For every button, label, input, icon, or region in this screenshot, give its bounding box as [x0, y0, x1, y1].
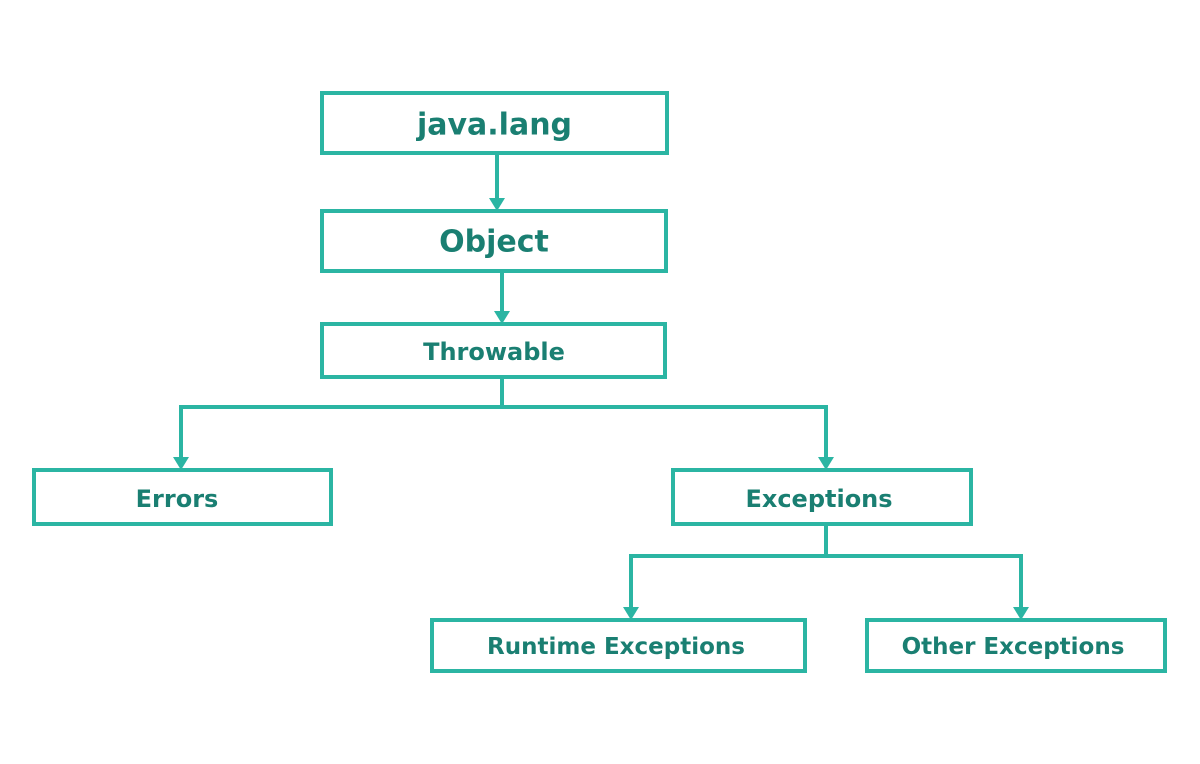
node-java-lang-box [320, 91, 669, 155]
arrowhead-runtime-exceptions [623, 607, 639, 620]
node-runtime-exceptions-label: Runtime Exceptions [487, 634, 745, 660]
connectors [173, 153, 1029, 620]
node-other-exceptions-label: Other Exceptions [902, 634, 1125, 660]
node-errors-label: Errors [136, 485, 219, 513]
node-runtime-exceptions-box [430, 618, 807, 673]
edge-throwable-to-exceptions [502, 405, 828, 457]
arrowhead-errors [173, 457, 189, 470]
node-errors: Errors [32, 468, 333, 526]
node-other-exceptions: Other Exceptions [865, 618, 1167, 673]
node-throwable-box [320, 322, 667, 379]
node-throwable: Throwable [320, 322, 667, 379]
arrowhead-other-exceptions [1013, 607, 1029, 620]
node-runtime-exceptions: Runtime Exceptions [430, 618, 807, 673]
node-other-exceptions-box [865, 618, 1167, 673]
node-errors-box [32, 468, 333, 526]
node-object: Object [320, 209, 668, 273]
edge-exceptions-to-runtime [629, 554, 826, 607]
edge-exceptions-to-other [826, 554, 1023, 607]
arrowhead-object [489, 198, 505, 211]
edge-throwable-to-errors [179, 405, 502, 457]
arrowhead-throwable [494, 311, 510, 324]
node-object-label: Object [439, 225, 549, 260]
arrowhead-exceptions [818, 457, 834, 470]
node-exceptions-label: Exceptions [745, 485, 892, 513]
node-object-box [320, 209, 668, 273]
node-exceptions-box [671, 468, 973, 526]
node-java-lang-label: java.lang [416, 108, 572, 143]
node-throwable-label: Throwable [423, 338, 565, 366]
node-exceptions: Exceptions [671, 468, 973, 526]
node-java-lang: java.lang [320, 91, 669, 155]
